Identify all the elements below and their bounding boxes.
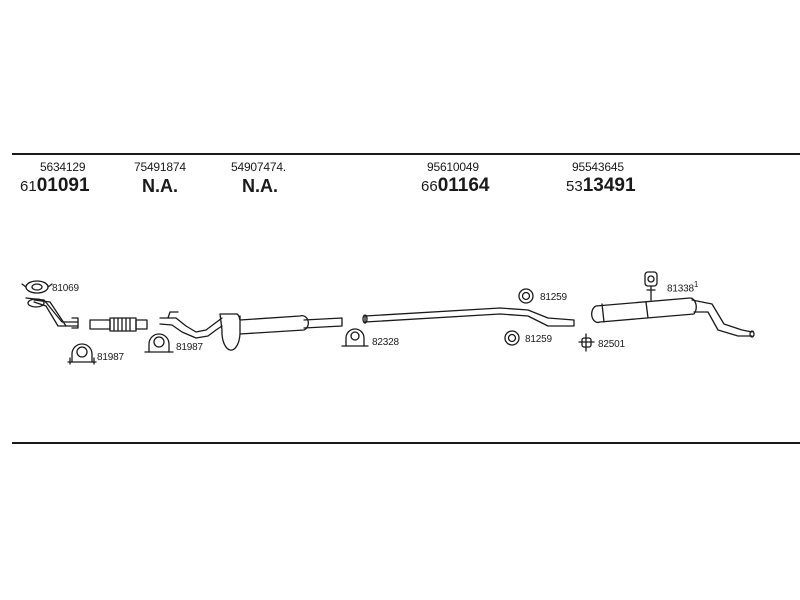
code-main: 01164 [437,175,490,196]
label-clamp-81987-middle: 81987 [176,342,203,353]
label-81338-footnote: 1 [693,280,699,289]
code-main: 01091 [36,175,90,196]
label-ring-81259-top: 81259 [540,292,567,303]
ring-81259-bottom [504,330,520,346]
clamp-82328 [341,328,369,347]
code-main: 13491 [582,175,636,196]
na-middle-silencer: N.A. [242,176,278,196]
label-ring-81259-bottom: 81259 [525,334,552,345]
code-prefix: 53 [566,178,583,195]
rubber-mount-81338 [644,271,658,301]
clamp-81987-left [67,343,97,365]
part-number-intermediate-pipe: 95610049 [427,160,479,174]
label-hanger-82501: 82501 [598,339,625,350]
part-number-rear-silencer: 95543645 [572,160,624,174]
label-clamp-82328: 82328 [372,337,399,348]
part-number-front-pipe: 5634129 [40,160,86,174]
middle-silencer [159,311,343,351]
code-rear-silencer: 5313491 [566,175,636,197]
code-prefix: 66 [421,178,438,195]
code-front-pipe: 6101091 [20,175,90,197]
ring-81259-top [518,288,534,304]
part-number-flex-pipe: 75491874 [134,160,186,174]
part-number-middle-silencer: 54907474. [231,160,286,174]
clamp-81069 [21,280,53,294]
code-prefix: 61 [20,178,37,195]
flex-pipe [89,317,148,332]
top-rule [12,153,800,155]
rear-silencer [591,297,755,338]
code-intermediate-pipe: 6601164 [421,175,489,197]
clamp-81987-middle [144,333,174,353]
label-rubber-mount-81338: 813381 [667,280,698,294]
bottom-rule [12,442,800,444]
na-flex-pipe: N.A. [142,176,178,196]
intermediate-pipe [362,307,575,327]
label-clamp-81069: 81069 [52,283,79,294]
front-pipe [25,297,79,329]
hanger-82501 [578,333,595,352]
label-81338-text: 81338 [667,283,694,295]
label-clamp-81987-left: 81987 [97,352,124,363]
